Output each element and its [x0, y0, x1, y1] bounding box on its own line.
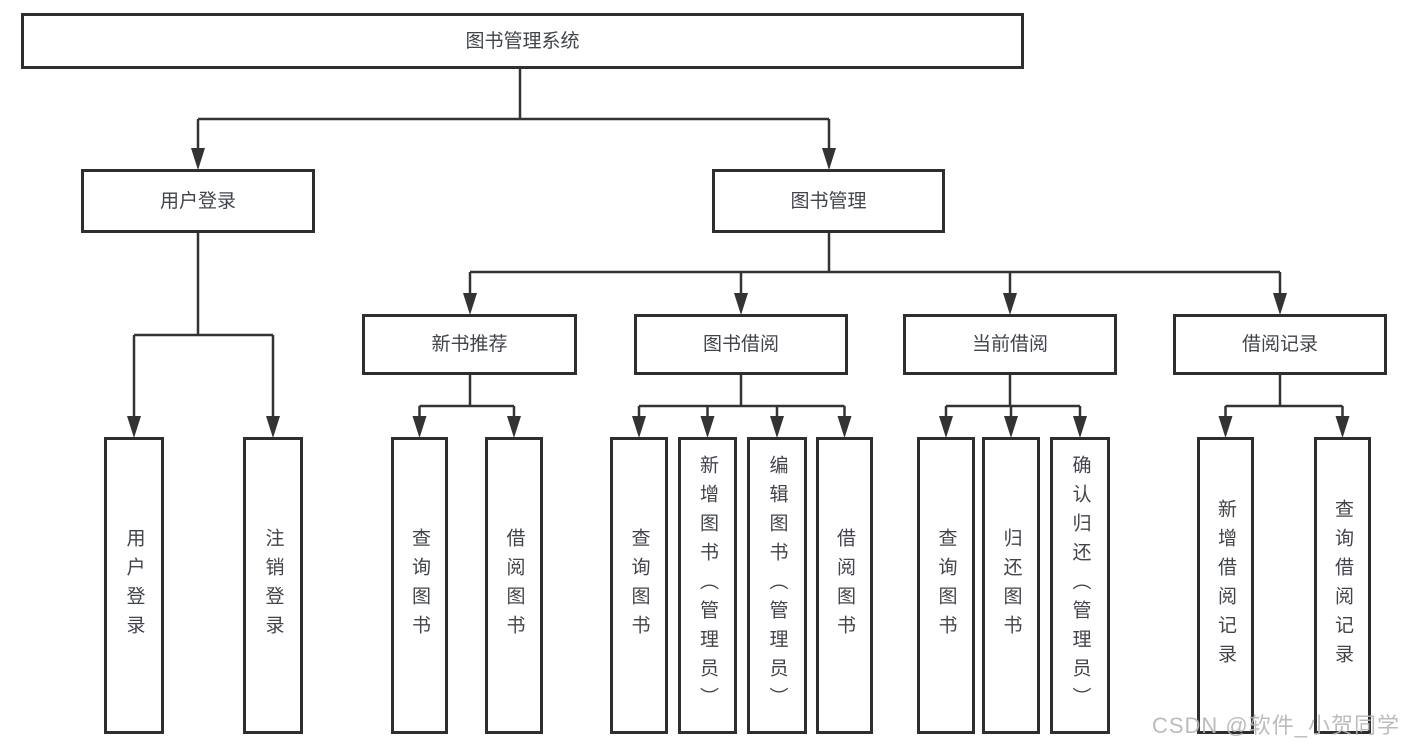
node-current-borrowing: 当前借阅: [903, 314, 1117, 375]
leaf-confirm-return-admin: 确认归还（管理员）: [1050, 437, 1110, 734]
leaf-borrow-books-recommendation: 借阅图书: [485, 437, 543, 734]
csdn-watermark: CSDN @软件_小贺同学: [1151, 713, 1400, 738]
leaf-query-borrowing-record: 查询借阅记录: [1314, 437, 1371, 734]
leaf-query-books-recommendation: 查询图书: [391, 437, 448, 734]
leaf-logout: 注销登录: [243, 437, 303, 734]
leaf-add-books-admin: 新增图书（管理员）: [678, 437, 737, 734]
tree-edges: [132, 69, 1344, 420]
leaf-user-login: 用户登录: [104, 437, 164, 734]
node-borrowing-records: 借阅记录: [1173, 314, 1387, 375]
node-book-borrowing: 图书借阅: [634, 314, 848, 375]
node-user-login: 用户登录: [81, 169, 315, 233]
leaf-edit-books-admin: 编辑图书（管理员）: [747, 437, 807, 734]
leaf-add-borrowing-record: 新增借阅记录: [1197, 437, 1254, 734]
arrowheads: [127, 148, 1350, 438]
leaf-return-books: 归还图书: [982, 437, 1040, 734]
node-new-book-recommendation: 新书推荐: [362, 314, 577, 375]
leaf-query-books-current: 查询图书: [917, 437, 975, 734]
node-book-management: 图书管理: [712, 169, 945, 233]
leaf-query-books-borrowing: 查询图书: [610, 437, 668, 734]
leaf-borrow-books-borrowing: 借阅图书: [816, 437, 873, 734]
node-library-management-system: 图书管理系统: [21, 13, 1024, 69]
